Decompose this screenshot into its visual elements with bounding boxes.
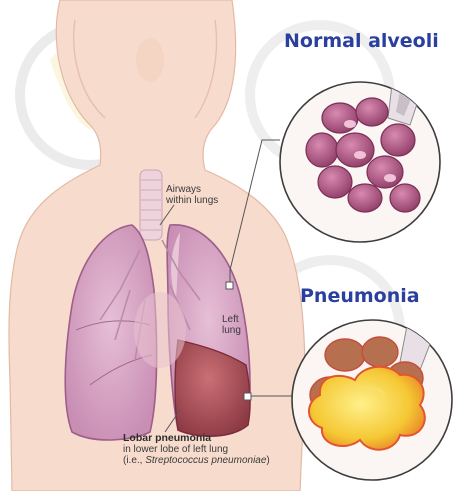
- label-airways-line1: Airways: [166, 184, 218, 195]
- label-left-lung-line2: lung: [222, 325, 241, 336]
- label-lobar-pneumonia: Lobar pneumonia in lower lobe of left lu…: [123, 433, 270, 466]
- label-left-lung: Left lung: [222, 314, 241, 336]
- label-lobar-prefix: (i.e.,: [123, 455, 145, 466]
- normal-alveoli-inset: [280, 60, 440, 242]
- label-lobar-line3: (i.e., Streptococcus pneumoniae): [123, 455, 270, 466]
- pneumonia-alveoli-inset: [292, 310, 452, 480]
- label-lobar-line2: in lower lobe of left lung: [123, 444, 270, 455]
- title-normal-alveoli: Normal alveoli: [284, 30, 439, 52]
- trachea: [140, 170, 162, 240]
- heart: [134, 292, 186, 368]
- label-lobar-suffix: ): [266, 455, 269, 466]
- label-lobar-title: Lobar pneumonia: [123, 432, 211, 444]
- label-left-lung-line1: Left: [222, 314, 241, 325]
- title-pneumonia: Pneumonia: [300, 285, 420, 307]
- label-airways: Airways within lungs: [166, 184, 218, 206]
- body-silhouette: [9, 0, 305, 491]
- label-airways-line2: within lungs: [166, 195, 218, 206]
- label-lobar-species: Streptococcus pneumoniae: [145, 455, 266, 466]
